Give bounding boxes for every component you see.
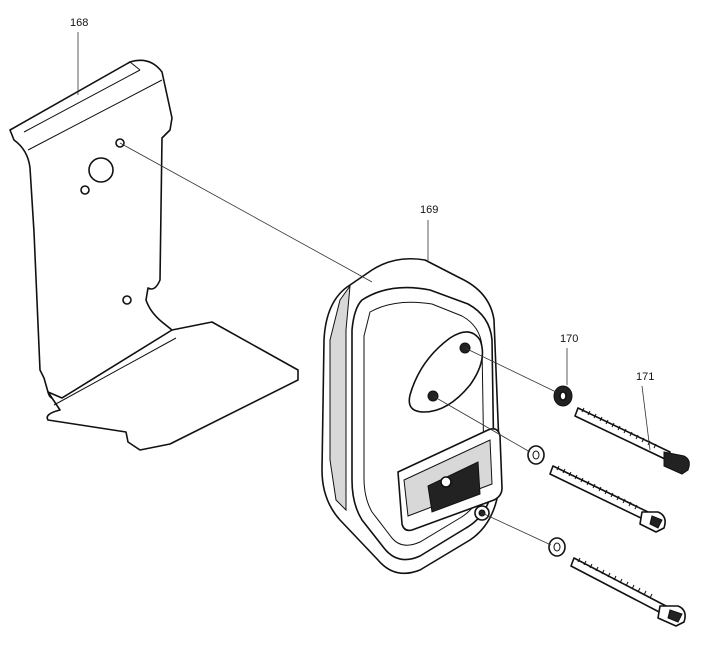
bracket-small-hole	[80, 185, 90, 195]
callout-label-bracket: 168	[70, 17, 89, 29]
muffler-part	[321, 257, 503, 575]
washer-middle	[527, 445, 545, 465]
washer-part	[527, 385, 573, 557]
callout-label-muffler: 169	[420, 204, 439, 216]
bracket-mount-hole-bottom	[122, 295, 132, 305]
bracket-large-hole	[88, 157, 114, 183]
bolt-top	[574, 407, 690, 475]
washer-bottom	[548, 537, 566, 557]
bolt-bottom	[570, 557, 686, 627]
leader-lines	[77, 32, 651, 546]
callout-label-washer: 170	[560, 333, 579, 345]
callout-label-bolt: 171	[636, 371, 655, 383]
bolt-middle	[549, 465, 666, 533]
bracket-part	[9, 59, 299, 451]
bolt-part	[549, 407, 690, 627]
